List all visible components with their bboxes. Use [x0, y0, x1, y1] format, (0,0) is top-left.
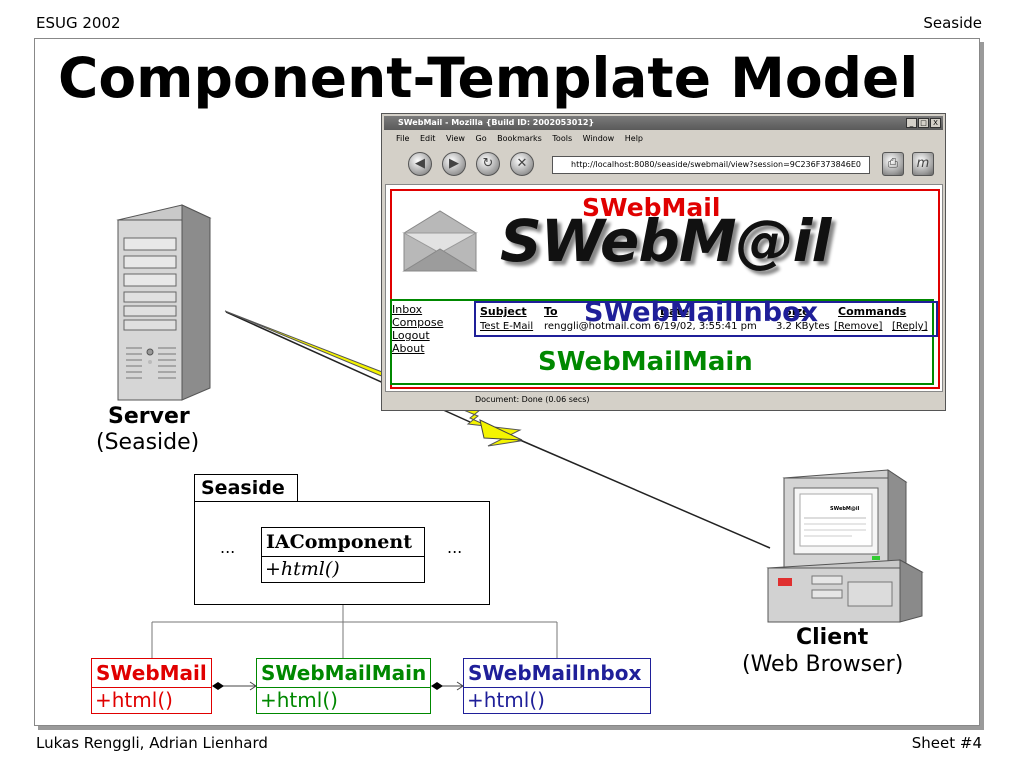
- cell-to: renggli@hotmail.com: [544, 321, 651, 332]
- stop-icon[interactable]: ✕: [510, 152, 534, 176]
- col-subject[interactable]: Subject: [480, 305, 527, 318]
- col-size[interactable]: Size: [784, 305, 810, 318]
- window-controls: _□X: [905, 118, 941, 128]
- nav-link-compose[interactable]: Compose: [392, 316, 444, 329]
- col-to[interactable]: To: [544, 305, 558, 318]
- browser-toolbar: ◀ ▶ ↻ ✕ http://localhost:8080/seaside/sw…: [392, 148, 934, 184]
- class-operation: +html(): [95, 688, 173, 712]
- server-label: Server: [108, 404, 190, 429]
- web-page: SWebM@il SWebMail Inbox Compose Logout A…: [385, 184, 943, 392]
- cell-subject[interactable]: Test E-Mail: [480, 321, 534, 332]
- client-sublabel: (Web Browser): [742, 652, 904, 677]
- class-operation: +html(): [260, 688, 338, 712]
- browser-menu-bar: File Edit View Go Bookmarks Tools Window…: [396, 134, 651, 143]
- header-left: ESUG 2002: [36, 14, 121, 32]
- maximize-button[interactable]: □: [918, 118, 929, 128]
- menu-file[interactable]: File: [396, 134, 410, 143]
- envelope-logo-icon: [402, 210, 478, 272]
- menu-go[interactable]: Go: [475, 134, 487, 143]
- composition-swebmail-main: [212, 681, 257, 691]
- package-tab-seaside: Seaside: [194, 474, 298, 502]
- browser-window: SWebMail - Mozilla {Build ID: 2002053012…: [381, 113, 946, 411]
- header-right: Seaside: [923, 14, 982, 32]
- menu-tools[interactable]: Tools: [552, 134, 573, 143]
- footer-sheet-number: Sheet #4: [911, 734, 982, 752]
- svg-text:SWebM@il: SWebM@il: [830, 506, 860, 512]
- lightning-tip-icon: [479, 419, 523, 441]
- footer-authors: Lukas Renggli, Adrian Lienhard: [36, 734, 268, 752]
- remove-link[interactable]: [Remove]: [834, 321, 883, 332]
- nav-link-about[interactable]: About: [392, 342, 425, 355]
- nav-link-logout[interactable]: Logout: [392, 329, 430, 342]
- swebmailinbox-component-box: [474, 301, 938, 337]
- label-swebmail: SWebMail: [582, 193, 721, 222]
- swebmail-component-box: [390, 189, 940, 389]
- reload-icon[interactable]: ↻: [476, 152, 500, 176]
- mozilla-logo-icon: m: [912, 152, 934, 176]
- class-swebmail: SWebMail +html(): [91, 658, 212, 714]
- lightning-bolt-icon: [224, 310, 522, 447]
- ellipsis-right: ...: [447, 538, 463, 557]
- url-input[interactable]: http://localhost:8080/seaside/swebmail/v…: [552, 156, 870, 174]
- cell-size: 3.2 KBytes: [776, 321, 830, 332]
- minimize-button[interactable]: _: [906, 118, 917, 128]
- browser-status-bar: Document: Done (0.06 secs): [385, 392, 943, 408]
- network-line-right: [519, 439, 771, 549]
- class-name: SWebMailMain: [257, 659, 430, 688]
- forward-icon[interactable]: ▶: [442, 152, 466, 176]
- print-icon[interactable]: ⎙: [882, 152, 904, 176]
- col-date[interactable]: Date: [660, 305, 690, 318]
- class-name: SWebMailInbox: [464, 659, 650, 688]
- menu-edit[interactable]: Edit: [419, 134, 436, 143]
- back-icon[interactable]: ◀: [408, 152, 432, 176]
- class-name: IAComponent: [262, 528, 424, 557]
- nav-link-inbox[interactable]: Inbox: [392, 303, 423, 316]
- client-computer-icon: SWebM@il: [766, 469, 924, 623]
- server-sublabel: (Seaside): [96, 430, 200, 455]
- client-label: Client: [796, 625, 869, 650]
- class-swebmailmain: SWebMailMain +html(): [256, 658, 431, 714]
- reply-link[interactable]: [Reply]: [892, 321, 928, 332]
- swebmailmain-component-box: [390, 299, 934, 385]
- menu-view[interactable]: View: [445, 134, 465, 143]
- server-icon: [116, 204, 212, 401]
- cell-date: 6/19/02, 3:55:41 pm: [654, 321, 757, 332]
- label-swebmailinbox: SWebMailInbox: [584, 297, 819, 328]
- col-commands: Commands: [838, 305, 907, 318]
- label-swebmailmain: SWebMailMain: [538, 347, 753, 377]
- class-operation: +html(): [467, 688, 545, 712]
- browser-title-text: SWebMail - Mozilla {Build ID: 2002053012…: [398, 118, 595, 127]
- menu-window[interactable]: Window: [582, 134, 615, 143]
- slide-title: Component-Template Model: [58, 46, 919, 110]
- class-operation: +html(): [265, 558, 340, 580]
- menu-bookmarks[interactable]: Bookmarks: [497, 134, 542, 143]
- webmail-nav: Inbox Compose Logout About: [392, 303, 443, 355]
- class-iacomponent: IAComponent +html(): [261, 527, 425, 583]
- class-name: SWebMail: [92, 659, 211, 688]
- swebmail-logo-text: SWebM@il: [500, 207, 831, 275]
- ellipsis-left: ...: [220, 538, 236, 557]
- status-text: Document: Done (0.06 secs): [475, 395, 590, 404]
- browser-title-bar: SWebMail - Mozilla {Build ID: 2002053012…: [384, 116, 943, 130]
- close-button[interactable]: X: [930, 118, 941, 128]
- composition-main-inbox: [431, 681, 464, 691]
- menu-help[interactable]: Help: [624, 134, 644, 143]
- class-swebmailinbox: SWebMailInbox +html(): [463, 658, 651, 714]
